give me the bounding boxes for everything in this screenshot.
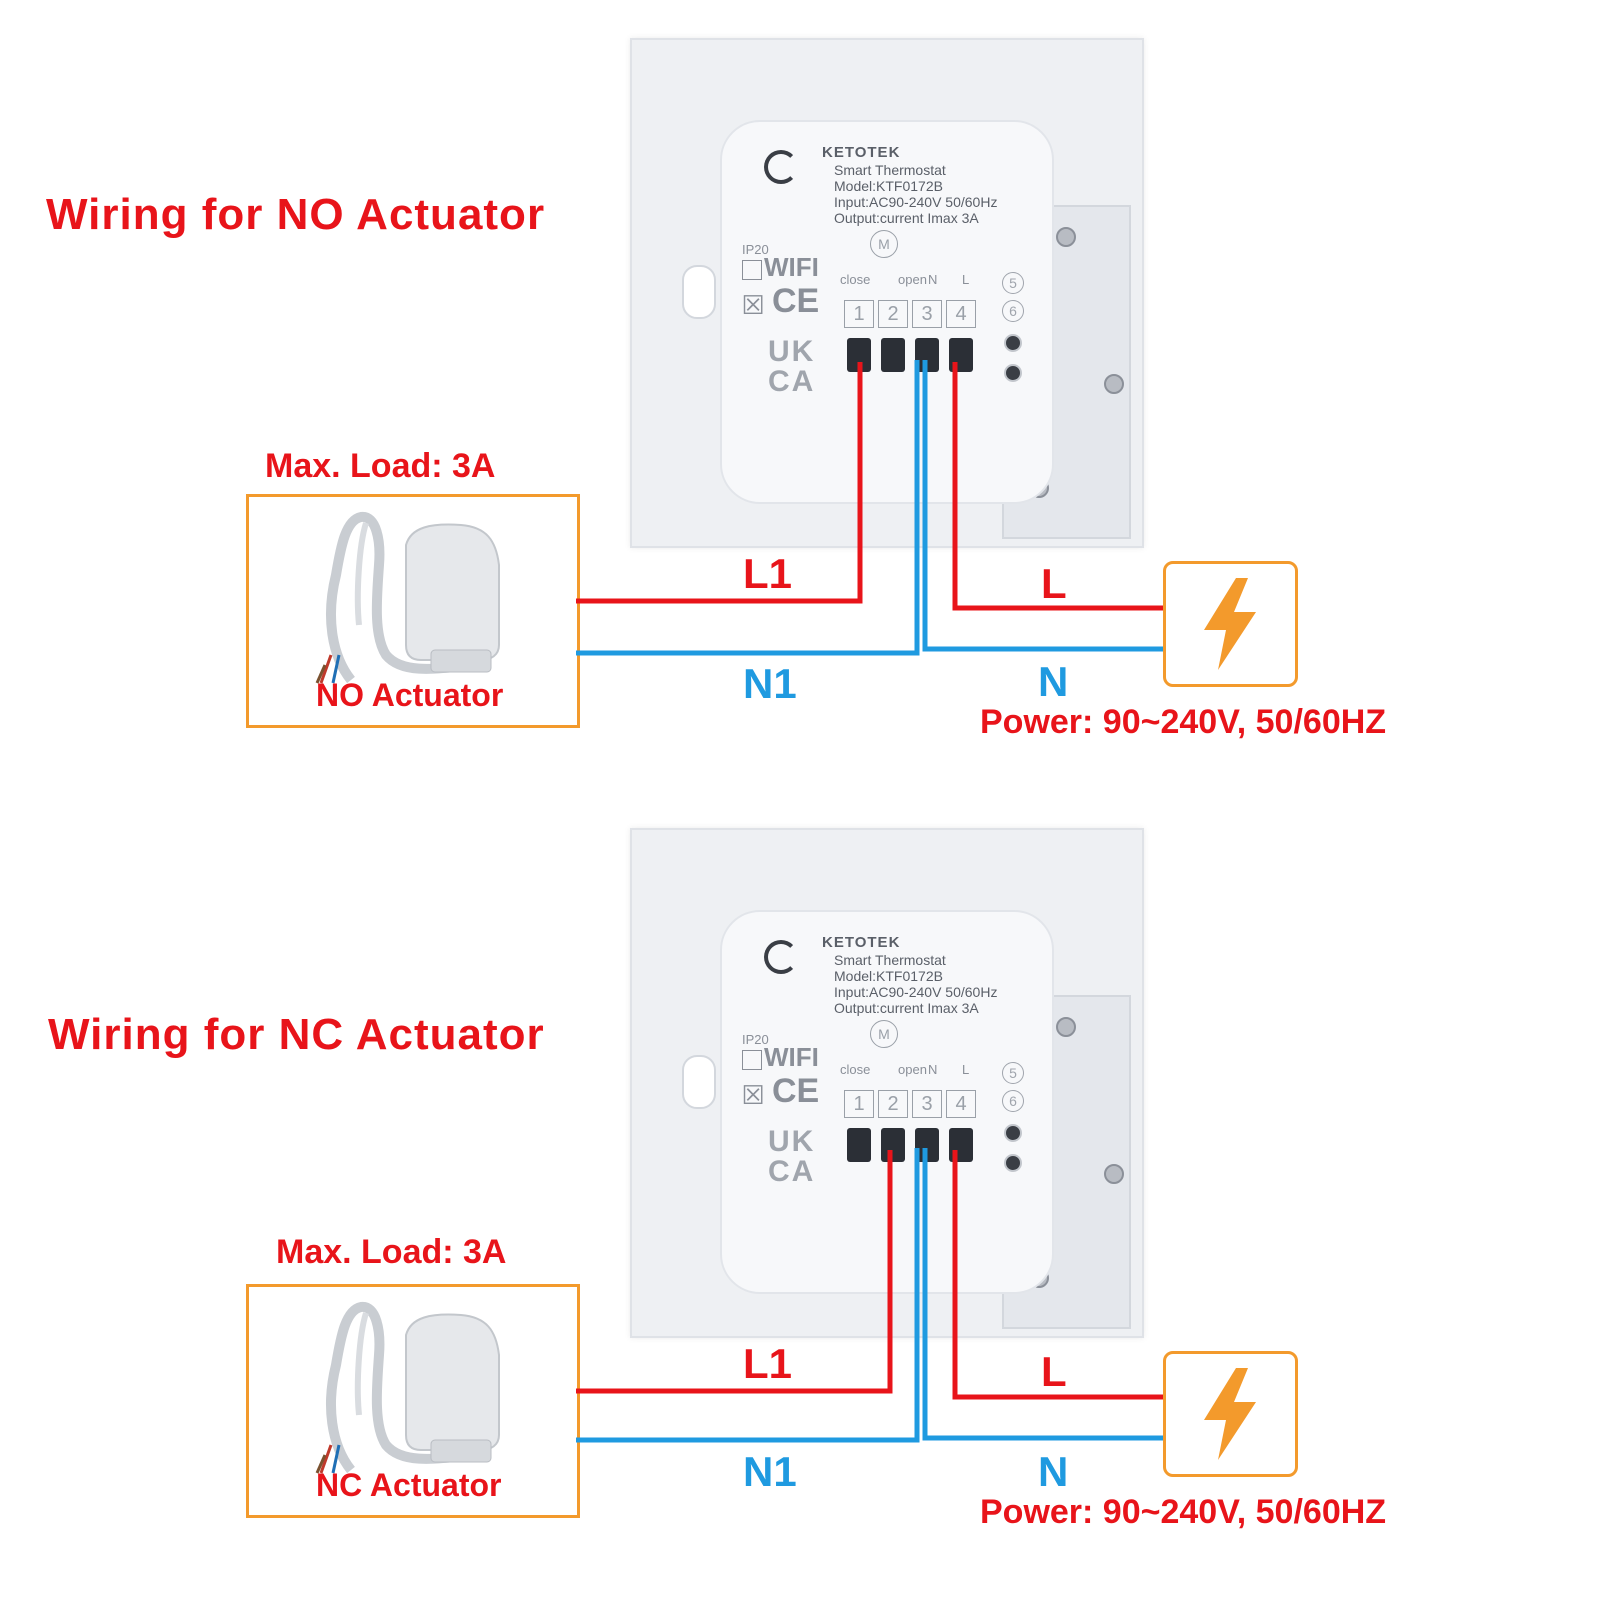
terminal-l-label: L (962, 272, 970, 287)
input-spec: Input:AC90-240V 50/60Hz (834, 194, 998, 210)
ce-mark: CE (772, 282, 820, 320)
terminal-3: 3 (912, 1090, 942, 1118)
ip-rating: IP20 (742, 242, 769, 257)
terminal-slot (949, 338, 973, 372)
brand-logo: KETOTEK (822, 934, 901, 951)
ce-mark: CE (772, 1072, 820, 1110)
ukca-mark-bottom: CA (768, 365, 816, 398)
terminal-n-label: N (928, 1062, 938, 1077)
motor-symbol-icon: M (870, 230, 898, 258)
ukca-mark-top: UK (768, 335, 816, 368)
indicator-dot (1004, 1124, 1022, 1142)
ukca-mark-top: UK (768, 1125, 816, 1158)
brand-logo: KETOTEK (822, 144, 901, 161)
lightning-bolt-icon (1204, 1368, 1256, 1460)
sensor-icon (764, 150, 798, 184)
ip-rating: IP20 (742, 1032, 769, 1047)
terminal-1: 1 (844, 1090, 874, 1118)
wire-label-l1: L1 (743, 550, 793, 597)
terminal-open-label: open (898, 1062, 927, 1077)
product-name: Smart Thermostat (834, 952, 946, 968)
power-spec-label: Power: 90~240V, 50/60HZ (980, 1493, 1387, 1531)
actuator-box: NO Actuator (246, 494, 580, 728)
indicator-dot (1004, 1154, 1022, 1172)
product-name: Smart Thermostat (834, 162, 946, 178)
terminal-slot (949, 1128, 973, 1162)
terminal-6: 6 (1002, 1090, 1024, 1112)
weee-bin-icon: ☒ (741, 1080, 765, 1110)
weee-bin-icon: ☒ (741, 290, 765, 320)
terminal-2: 2 (878, 1090, 908, 1118)
wire-label-n1: N1 (743, 1448, 797, 1495)
terminal-5: 5 (1002, 1062, 1024, 1084)
thermostat-back-plate: KETOTEK Smart Thermostat Model:KTF0172B … (630, 38, 1144, 548)
ukca-mark-bottom: CA (768, 1155, 816, 1188)
terminal-2: 2 (878, 300, 908, 328)
mounting-slot (682, 1055, 716, 1109)
panel-title: Wiring for NC Actuator (48, 1010, 545, 1059)
terminal-close-label: close (840, 272, 871, 287)
indicator-dot (1004, 364, 1022, 382)
wire-label-l: L (1041, 560, 1067, 607)
terminal-3: 3 (912, 300, 942, 328)
lightning-bolt-icon (1204, 578, 1256, 670)
thermostat-module: KETOTEK Smart Thermostat Model:KTF0172B … (720, 120, 1054, 504)
terminal-1: 1 (844, 300, 874, 328)
wifi-label: WIFI (764, 252, 819, 282)
terminal-slot (847, 338, 871, 372)
actuator-label: NO Actuator (316, 677, 504, 713)
terminal-4: 4 (946, 1090, 976, 1118)
screw-icon (1056, 1017, 1076, 1037)
square-icon (742, 260, 762, 280)
power-spec-label: Power: 90~240V, 50/60HZ (980, 703, 1387, 741)
terminal-close-label: close (840, 1062, 871, 1077)
mounting-slot (682, 265, 716, 319)
wiring-panel-no: Wiring for NO Actuator KETOTEK Smart The… (0, 0, 1600, 800)
terminal-5: 5 (1002, 272, 1024, 294)
model-number: Model:KTF0172B (834, 968, 943, 984)
output-spec: Output:current Imax 3A (834, 1000, 979, 1016)
wifi-label: WIFI (764, 1042, 819, 1072)
screw-icon (1056, 227, 1076, 247)
model-number: Model:KTF0172B (834, 178, 943, 194)
terminal-4: 4 (946, 300, 976, 328)
screw-icon (1104, 1164, 1124, 1184)
terminal-slot (915, 1128, 939, 1162)
actuator-box: NC Actuator (246, 1284, 580, 1518)
indicator-dot (1004, 334, 1022, 352)
terminal-l-label: L (962, 1062, 970, 1077)
wire-label-n1: N1 (743, 660, 797, 707)
wiring-panel-nc: Wiring for NC Actuator KETOTEK Smart The… (0, 810, 1600, 1610)
motor-symbol-icon: M (870, 1020, 898, 1048)
terminal-open-label: open (898, 272, 927, 287)
power-source-box (1163, 561, 1298, 687)
sensor-icon (764, 940, 798, 974)
terminal-slot (881, 1128, 905, 1162)
output-spec: Output:current Imax 3A (834, 210, 979, 226)
power-source-box (1163, 1351, 1298, 1477)
thermostat-module: KETOTEK Smart Thermostat Model:KTF0172B … (720, 910, 1054, 1294)
terminal-slot (881, 338, 905, 372)
terminal-slot (847, 1128, 871, 1162)
wire-label-n: N (1038, 658, 1069, 705)
actuator-label: NC Actuator (316, 1467, 502, 1503)
panel-title: Wiring for NO Actuator (46, 190, 546, 239)
terminal-slot (915, 338, 939, 372)
screw-icon (1104, 374, 1124, 394)
max-load-label: Max. Load: 3A (276, 1233, 507, 1271)
thermal-actuator-icon (315, 1302, 500, 1474)
thermal-actuator-icon (315, 512, 500, 684)
terminal-6: 6 (1002, 300, 1024, 322)
terminal-n-label: N (928, 272, 938, 287)
wire-label-l: L (1041, 1348, 1067, 1395)
wire-label-n: N (1038, 1448, 1069, 1495)
thermostat-back-plate: KETOTEK Smart Thermostat Model:KTF0172B … (630, 828, 1144, 1338)
input-spec: Input:AC90-240V 50/60Hz (834, 984, 998, 1000)
wire-label-l1: L1 (743, 1340, 793, 1387)
max-load-label: Max. Load: 3A (265, 447, 496, 485)
square-icon (742, 1050, 762, 1070)
